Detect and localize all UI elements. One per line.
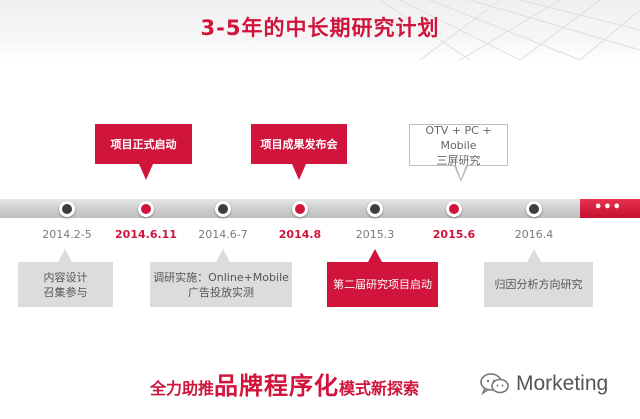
- milestone-date: 2015.3: [355, 228, 395, 241]
- header-banner: 3-5年的中长期研究计划: [0, 0, 640, 60]
- timeline-node: [446, 201, 462, 217]
- callout-pointer: [139, 164, 153, 180]
- page-title: 3-5年的中长期研究计划: [200, 16, 440, 40]
- timeline-node: [367, 201, 383, 217]
- slogan: 全力助推品牌程序化模式新探索: [150, 366, 419, 401]
- timeline-node: [59, 201, 75, 217]
- callout-label-line1: OTV + PC + Mobile: [425, 123, 492, 152]
- callout-research-implementation: 调研实施：Online+Mobile 广告投放实测: [150, 262, 292, 307]
- slogan-highlight: 品牌程序化: [214, 372, 340, 400]
- brand-watermark: Morketing: [480, 372, 608, 396]
- callout-label-line1: 调研实施：Online+Mobile: [153, 270, 289, 284]
- milestone-date: 2015.6: [432, 228, 476, 241]
- callout-pointer-fill: [456, 165, 466, 179]
- milestone-date: 2014.6-7: [198, 228, 248, 241]
- callout-attribution-research: 归因分析方向研究: [484, 262, 593, 307]
- callout-second-project-launch: 第二届研究项目启动: [327, 262, 438, 307]
- decorative-lines: [379, 0, 640, 60]
- callout-label-line2: 召集参与: [43, 285, 88, 299]
- slogan-part3: 模式新探索: [339, 379, 420, 398]
- timeline-node: [215, 201, 231, 217]
- timeline-node: [526, 201, 542, 217]
- timeline-node: [292, 201, 308, 217]
- callout-label: 第二届研究项目启动: [333, 278, 432, 291]
- callout-label: 项目成果发布会: [260, 137, 338, 151]
- callout-content-design: 内容设计 召集参与: [18, 262, 113, 307]
- callout-label: 归因分析方向研究: [494, 278, 583, 291]
- milestone-date: 2014.6.11: [115, 228, 177, 241]
- timeline-node: [138, 201, 154, 217]
- callout-label-line1: 内容设计: [43, 270, 88, 284]
- callout-label-line2: 广告投放实测: [188, 285, 254, 299]
- brand-name: Morketing: [516, 372, 609, 395]
- milestone-date: 2014.2-5: [42, 228, 92, 241]
- callout-pointer: [527, 249, 541, 262]
- callout-pointer: [368, 249, 382, 262]
- callout-three-screen: OTV + PC + Mobile 三屏研究: [409, 123, 508, 167]
- callout-results-release: 项目成果发布会: [251, 124, 347, 164]
- slogan-part1: 全力助推: [150, 379, 215, 398]
- timeline-continuation: [580, 199, 640, 218]
- more-indicator: •••: [594, 200, 622, 215]
- callout-pointer: [216, 249, 230, 262]
- callout-project-launch: 项目正式启动: [95, 124, 192, 164]
- callout-pointer: [58, 249, 72, 262]
- milestone-date: 2016.4: [514, 228, 554, 241]
- callout-label-line2: 三屏研究: [436, 153, 481, 167]
- milestone-date: 2014.8: [278, 228, 322, 241]
- wechat-icon: [480, 373, 509, 396]
- timeline-bar: [0, 199, 640, 218]
- callout-label: 项目正式启动: [110, 137, 177, 151]
- callout-pointer: [292, 164, 306, 180]
